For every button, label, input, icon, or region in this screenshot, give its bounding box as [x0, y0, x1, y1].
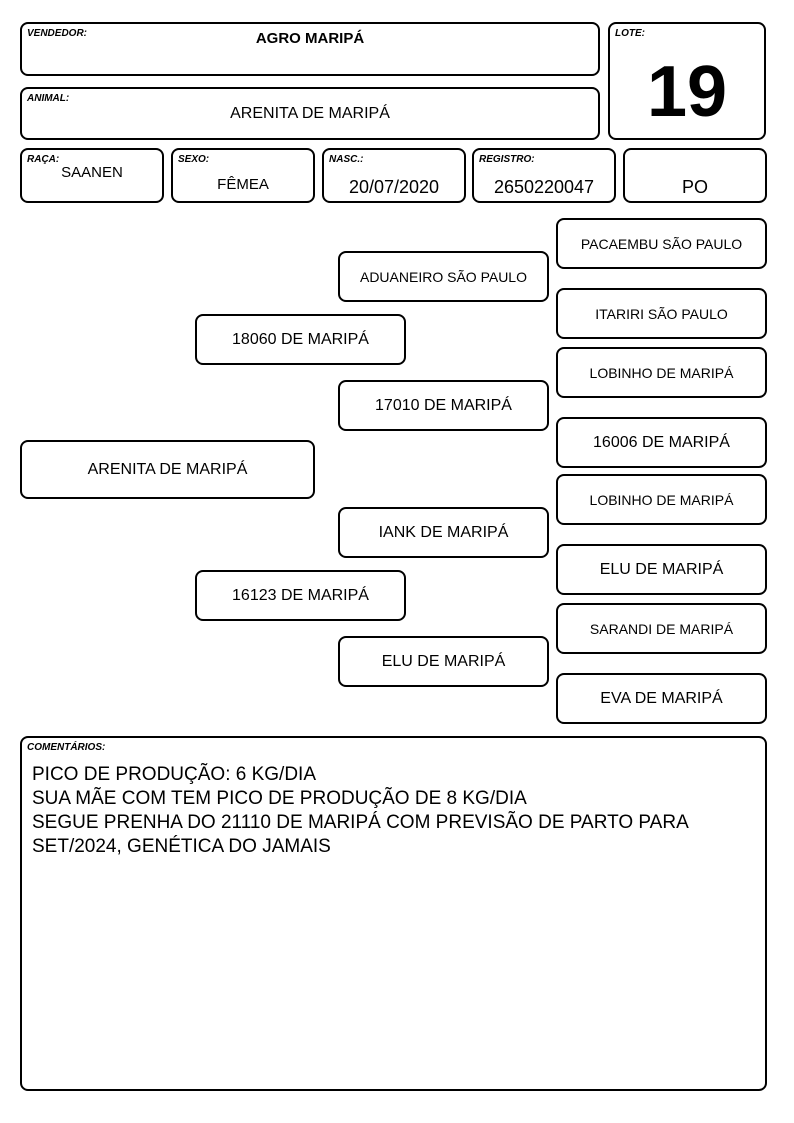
animal-label: ANIMAL:	[27, 93, 70, 104]
pedigree-sire-dam: 17010 DE MARIPÁ	[338, 380, 549, 431]
raca-label: RAÇA:	[27, 154, 60, 165]
animal-box: ANIMAL: ARENITA DE MARIPÁ	[20, 87, 600, 140]
lote-label: LOTE:	[615, 28, 645, 39]
pedigree-dds: SARANDI DE MARIPÁ	[556, 603, 767, 654]
nasc-box: NASC.: 20/07/2020	[322, 148, 466, 203]
nasc-label: NASC.:	[329, 154, 364, 165]
comment-line: SUA MÃE COM TEM PICO DE PRODUÇÃO DE 8 KG…	[32, 788, 527, 809]
pedigree-sire: 18060 DE MARIPÁ	[195, 314, 406, 365]
pedigree-sds: LOBINHO DE MARIPÁ	[556, 347, 767, 398]
lote-number: 19	[646, 52, 728, 132]
pedigree-animal: ARENITA DE MARIPÁ	[20, 440, 315, 499]
nasc-value: 20/07/2020	[348, 177, 440, 197]
registro-box: REGISTRO: 2650220047	[472, 148, 616, 203]
categoria-box: PO	[623, 148, 767, 203]
pedigree-sdd: 16006 DE MARIPÁ	[556, 417, 767, 468]
pedigree-ssd: ITARIRI SÃO PAULO	[556, 288, 767, 339]
comments-label: COMENTÁRIOS:	[27, 742, 106, 753]
animal-value: ARENITA DE MARIPÁ	[230, 105, 390, 122]
pedigree-dsd: ELU DE MARIPÁ	[556, 544, 767, 595]
comment-line: SEGUE PRENHA DO 21110 DE MARIPÁ COM PREV…	[32, 812, 689, 833]
pedigree-dam: 16123 DE MARIPÁ	[195, 570, 406, 621]
registro-value: 2650220047	[493, 177, 595, 197]
vendedor-label: VENDEDOR:	[27, 28, 88, 39]
categoria-value: PO	[681, 177, 708, 197]
pedigree-sire-sire: ADUANEIRO SÃO PAULO	[338, 251, 549, 302]
pedigree-dam-dam: ELU DE MARIPÁ	[338, 636, 549, 687]
comments-text: PICO DE PRODUÇÃO: 6 KG/DIA SUA MÃE COM T…	[32, 763, 759, 859]
pedigree-dss: LOBINHO DE MARIPÁ	[556, 474, 767, 525]
comments-box: COMENTÁRIOS: PICO DE PRODUÇÃO: 6 KG/DIA …	[20, 736, 767, 1091]
comment-line: SET/2024, GENÉTICA DO JAMAIS	[32, 836, 331, 857]
pedigree-dam-sire: IANK DE MARIPÁ	[338, 507, 549, 558]
raca-value: SAANEN	[61, 164, 123, 181]
registro-label: REGISTRO:	[479, 154, 535, 165]
sexo-box: SEXO: FÊMEA	[171, 148, 315, 203]
sexo-value: FÊMEA	[217, 176, 269, 193]
sexo-label: SEXO:	[178, 154, 210, 165]
pedigree-sss: PACAEMBU SÃO PAULO	[556, 218, 767, 269]
vendedor-value: AGRO MARIPÁ	[255, 30, 365, 47]
pedigree-ddd: EVA DE MARIPÁ	[556, 673, 767, 724]
vendedor-box: VENDEDOR: AGRO MARIPÁ	[20, 22, 600, 76]
lote-box: LOTE: 19	[608, 22, 766, 140]
comment-line: PICO DE PRODUÇÃO: 6 KG/DIA	[32, 764, 316, 785]
raca-box: RAÇA: SAANEN	[20, 148, 164, 203]
